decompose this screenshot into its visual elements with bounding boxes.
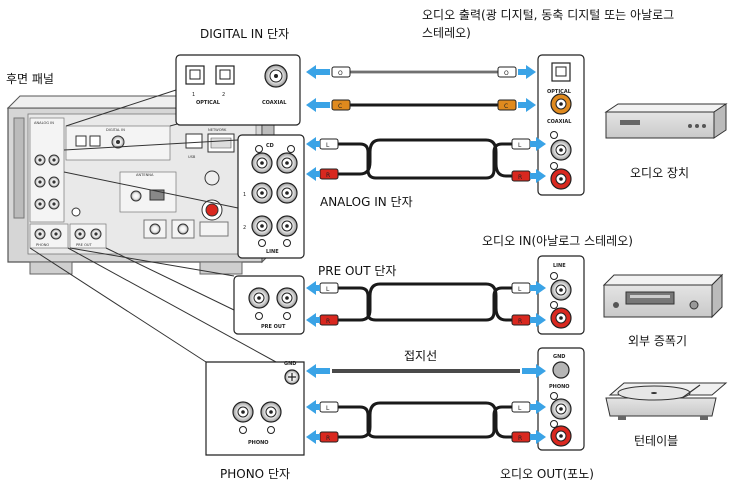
plug-ph-r-right: R: [518, 435, 522, 442]
label-audio-in: 오디오 IN(아날로그 스테레오): [482, 234, 633, 248]
panel-preout-text: PRE OUT: [76, 243, 93, 247]
inset-coaxial-text: COAXIAL: [262, 100, 287, 106]
inset-phono-text: PHONO: [248, 440, 269, 446]
plug-o-left: O: [338, 70, 343, 77]
dev-coaxial-text: COAXIAL: [547, 119, 572, 125]
panel-digital-in-text: DIGITAL IN: [106, 128, 125, 132]
panel-analog-in-text: ANALOG IN: [34, 121, 54, 125]
cables: [332, 70, 520, 439]
device-panel-audio: OPTICAL COAXIAL: [537, 54, 585, 196]
dev-gnd-text: GND: [553, 354, 565, 360]
dev-phono-text: PHONO: [549, 384, 570, 390]
inset-pre-out: PRE OUT: [233, 275, 305, 335]
plug-pre-l-left: L: [326, 286, 330, 293]
label-turntable: 턴테이블: [634, 434, 679, 448]
cd-player-icon: [604, 103, 728, 139]
plug-c-left: C: [338, 103, 342, 110]
plug-ain-l-left: L: [326, 142, 330, 149]
turntable-icon: [605, 382, 728, 420]
inset-preout-text: PRE OUT: [261, 324, 286, 330]
inset-line-text: LINE: [266, 249, 279, 255]
plug-pre-r-left: R: [326, 318, 330, 325]
plug-ain-l-right: L: [518, 142, 522, 149]
plug-ph-l-right: L: [518, 405, 522, 412]
plug-ph-r-left: R: [326, 435, 330, 442]
label-audio-out-phono: 오디오 OUT(포노): [500, 467, 594, 481]
plug-c-right: C: [504, 103, 508, 110]
amplifier-icon: [602, 273, 724, 319]
label-audio-output-line2: 스테레오): [422, 26, 471, 40]
plug-ain-r-left: R: [326, 172, 330, 179]
plugs: O O C C L R L R L R L R L R L R: [319, 66, 531, 443]
plug-pre-r-right: R: [518, 318, 522, 325]
dev-optical-text: OPTICAL: [547, 89, 572, 95]
label-analog-in-terminal: ANALOG IN 단자: [320, 195, 413, 209]
plug-ain-r-right: R: [518, 174, 522, 181]
label-external-amp: 외부 증폭기: [628, 334, 688, 348]
inset-cd-text: CD: [266, 143, 274, 149]
inset-phono: GND PHONO: [205, 361, 305, 456]
arrows: [306, 65, 546, 444]
inset-digital-2: 2: [222, 92, 225, 98]
plug-pre-l-right: L: [518, 286, 522, 293]
inset-analog-in: CD 1 2 LINE: [237, 134, 305, 259]
receiver-rear-panel: ANALOG IN DIGITAL IN ANTENNA NETWORK USB…: [6, 94, 276, 275]
panel-antenna-text: ANTENNA: [136, 173, 154, 177]
device-panel-amp: LINE: [537, 255, 585, 335]
label-rear-panel: 후면 패널: [6, 72, 54, 86]
label-audio-device: 오디오 장치: [630, 166, 690, 180]
dev-line-text: LINE: [553, 263, 566, 269]
label-pre-out-terminal: PRE OUT 단자: [318, 264, 397, 278]
inset-analog-2: 2: [243, 225, 246, 231]
label-audio-output: 오디오 출력(광 디지털, 동축 디지털 또는 아날로그: [422, 8, 675, 22]
panel-phono-text: PHONO: [36, 243, 49, 247]
label-digital-in-terminal: DIGITAL IN 단자: [200, 27, 290, 41]
inset-digital-in: 1 2 OPTICAL COAXIAL: [175, 54, 301, 126]
inset-gnd-text: GND: [284, 361, 296, 367]
inset-digital-1: 1: [192, 92, 195, 98]
device-panel-turntable: GND PHONO: [537, 347, 585, 451]
panel-network-text: NETWORK: [208, 128, 227, 132]
inset-optical-text: OPTICAL: [196, 100, 221, 106]
inset-analog-1: 1: [243, 192, 246, 198]
label-ground-wire: 접지선: [404, 349, 438, 363]
plug-o-right: O: [504, 70, 509, 77]
panel-usb-text: USB: [188, 155, 196, 159]
plug-ph-l-left: L: [326, 405, 330, 412]
label-phono-terminal: PHONO 단자: [220, 467, 291, 481]
